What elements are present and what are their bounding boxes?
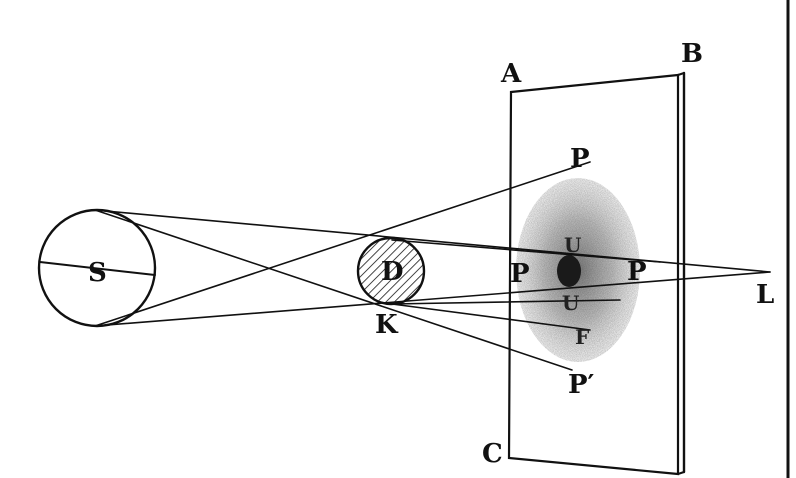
disc-circle xyxy=(356,236,426,306)
label-ray-bottom: P′ xyxy=(568,370,595,400)
screen-top-thickness xyxy=(677,72,685,76)
ray-bottom-to-top xyxy=(94,161,591,327)
label-screen-bottom-left: C xyxy=(482,439,503,469)
screen-bottom-thickness xyxy=(677,471,685,475)
ray-k-to-p xyxy=(391,299,621,305)
disc-body xyxy=(356,236,426,306)
ray-bottom-outer xyxy=(94,271,771,327)
ray-k-to-f xyxy=(391,303,591,331)
ray-lines xyxy=(94,161,771,371)
label-umbra-bottom: U xyxy=(562,291,579,315)
penumbra-shading xyxy=(516,178,640,362)
label-disc-edge: K xyxy=(375,310,399,340)
label-shadow-right: P xyxy=(627,257,647,287)
label-penumbra-mark: F xyxy=(575,325,589,349)
umbra-spot xyxy=(557,255,581,287)
label-sun: S xyxy=(88,258,107,288)
ray-disc-top xyxy=(391,239,661,263)
label-screen-top-left: A xyxy=(500,59,522,89)
sun-axis-line xyxy=(39,261,156,276)
label-umbra-top: U xyxy=(564,233,581,257)
label-screen-top-right: B xyxy=(681,39,703,69)
label-ray-top: P xyxy=(570,144,590,174)
ray-top-to-bottom xyxy=(94,209,573,371)
label-vertex: L xyxy=(756,280,774,310)
label-disc: D xyxy=(381,257,404,287)
label-shadow-left: P xyxy=(510,259,530,289)
